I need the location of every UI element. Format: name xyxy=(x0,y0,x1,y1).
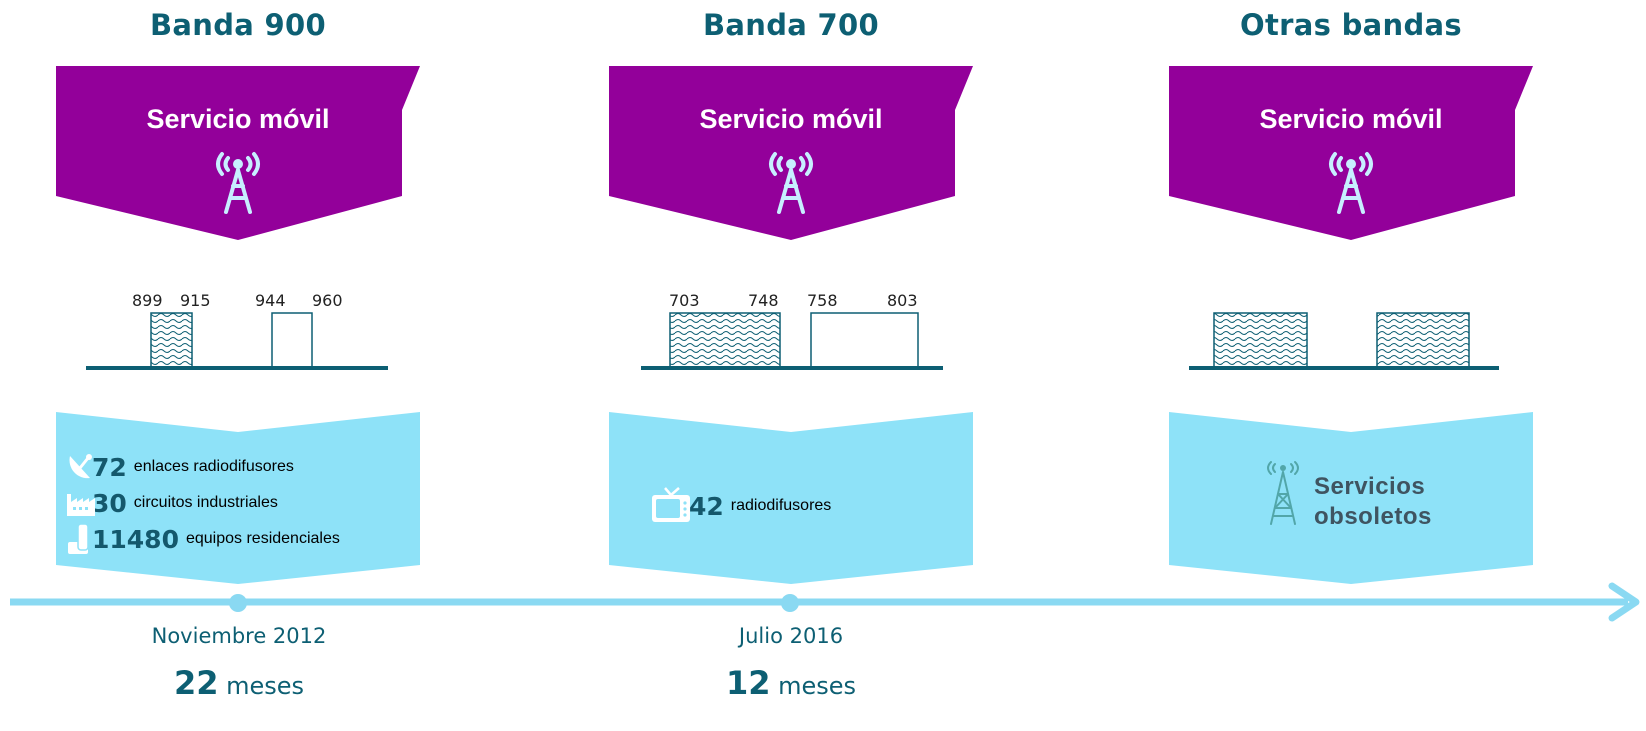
timeline-date: Julio 2016 xyxy=(738,624,844,648)
freq-label: 915 xyxy=(180,291,211,310)
timeline-date: Noviembre 2012 xyxy=(151,624,327,648)
timeline-marker xyxy=(229,594,247,612)
timeline-duration: 12 meses xyxy=(641,664,941,702)
spectrum-diagram xyxy=(641,312,943,370)
mobile-service-chevron xyxy=(609,66,973,240)
column-otras-bandas: Otras bandas Servicio móvil xyxy=(1151,0,1551,731)
obsolete-label-line1: Servicios xyxy=(1314,473,1426,500)
stat-label: enlaces radiodifusores xyxy=(133,458,294,475)
freq-label: 944 xyxy=(255,291,286,310)
tv-icon xyxy=(652,487,690,522)
freq-label: 758 xyxy=(807,291,838,310)
timeline-marker xyxy=(781,594,799,612)
duration-unit: meses xyxy=(778,672,857,700)
timeline-arrowhead xyxy=(1608,582,1640,622)
cell-tower-icon xyxy=(769,152,813,214)
freq-label: 748 xyxy=(748,291,779,310)
stat-value: 42 xyxy=(689,491,724,521)
spectrum-diagram xyxy=(86,312,388,370)
downlink-block xyxy=(810,312,919,368)
stat-row: 42 radiodifusores xyxy=(651,486,831,526)
mobile-service-chevron xyxy=(1169,66,1533,240)
obsolete-label-line2: obsoletos xyxy=(1314,503,1432,530)
legacy-services-chevron xyxy=(1169,412,1533,584)
stat-label: radiodifusores xyxy=(730,497,832,514)
mobile-service-chevron xyxy=(56,66,420,240)
freq-label: 703 xyxy=(669,291,700,310)
stat-value: 11480 xyxy=(92,524,179,554)
duration-value: 22 xyxy=(173,664,219,702)
band-title: Otras bandas xyxy=(1240,8,1462,42)
cell-tower-icon xyxy=(216,152,260,214)
legacy-services-chevron xyxy=(56,412,420,584)
freq-label: 899 xyxy=(132,291,163,310)
stat-row: 11480 equipos residenciales xyxy=(64,522,340,556)
stat-row: 72 enlaces radiodifusores xyxy=(64,450,294,484)
legacy-services-chevron xyxy=(609,412,973,584)
service-title: Servicio móvil xyxy=(146,104,330,134)
uplink-block xyxy=(669,312,781,368)
stat-value: 30 xyxy=(92,488,127,518)
cordless-phone-icon xyxy=(68,523,89,554)
uplink-block xyxy=(150,312,193,368)
stat-label: circuitos industriales xyxy=(133,494,278,511)
freq-label: 960 xyxy=(312,291,343,310)
freq-label: 803 xyxy=(887,291,918,310)
stat-row: 30 circuitos industriales xyxy=(64,486,278,520)
downlink-block xyxy=(1376,312,1470,368)
stat-value: 72 xyxy=(92,452,127,482)
service-title: Servicio móvil xyxy=(699,104,883,134)
service-title: Servicio móvil xyxy=(1259,104,1443,134)
spectrum-diagram xyxy=(1189,312,1499,370)
uplink-block xyxy=(1213,312,1308,368)
stat-label: equipos residenciales xyxy=(185,530,340,547)
satellite-dish-icon xyxy=(69,454,92,479)
duration-unit: meses xyxy=(226,672,305,700)
column-banda-900: Banda 900 Servicio móvil 899 915 944 960… xyxy=(38,0,438,731)
duration-value: 12 xyxy=(725,664,771,702)
band-title: Banda 700 xyxy=(703,8,879,42)
factory-icon xyxy=(67,494,95,516)
obsolete-tower-icon xyxy=(1267,461,1299,525)
band-title: Banda 900 xyxy=(150,8,326,42)
cell-tower-icon xyxy=(1329,152,1373,214)
column-banda-700: Banda 700 Servicio móvil 703 748 758 803 xyxy=(591,0,991,731)
timeline-duration: 22 meses xyxy=(89,664,389,702)
